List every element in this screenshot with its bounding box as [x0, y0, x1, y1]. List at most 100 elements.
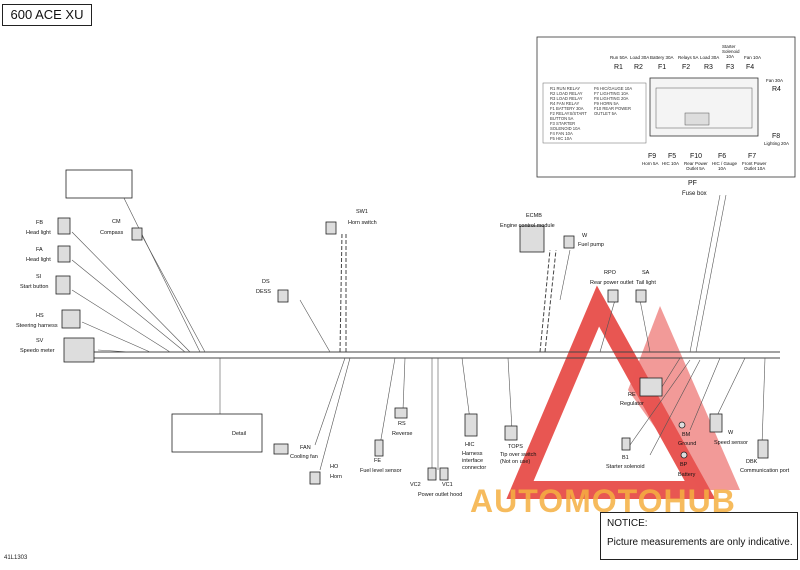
- tip-over-switch-line-1: Tip over switch: [500, 452, 536, 458]
- reverse-code: RS: [398, 421, 406, 427]
- fuse-legend-left-8: F3 STARTER: [550, 121, 575, 126]
- fuse-legend-left-3: R3 LOAD RELAY: [550, 96, 583, 101]
- compass-connector: [131, 227, 143, 241]
- steering-harness-label: Steering harness: [16, 323, 58, 329]
- start-button-connector: [55, 275, 71, 295]
- fuse-code-r2: R2: [634, 64, 643, 71]
- fuse-top-label-r3: Load 30A: [700, 55, 719, 60]
- branch-leaders: [71, 189, 766, 471]
- fuse-code-f4: F4: [746, 64, 754, 71]
- head-light-2-label: Head light: [26, 257, 51, 263]
- head-light-2-code: FA: [36, 247, 43, 253]
- fuse-legend-right-3: F8 LIGHTING 20A: [594, 96, 629, 101]
- speedo-meter-code: SV: [36, 338, 44, 344]
- fuel-pump-connector: [563, 235, 575, 249]
- compass-code: CM: [112, 219, 121, 225]
- rear-power-outlet-code: RPO: [604, 270, 617, 276]
- fuse-legend-left-9: SOLENOID 10A: [550, 126, 580, 131]
- fuse-bottom-label-f7-1: Front Power: [742, 161, 767, 166]
- tail-light-code: SA: [642, 270, 650, 276]
- tail-light-label: Tail light: [636, 280, 656, 286]
- detail-label: Detail: [232, 431, 246, 437]
- fuse-top-label-f3-2: Solenoid: [722, 49, 740, 54]
- rear-power-outlet-label: Rear power outlet: [590, 280, 634, 286]
- communication-port-label: Communication port: [740, 468, 790, 474]
- horn-switch-code: SW1: [356, 209, 368, 215]
- page-title: 600 ACE XU: [2, 4, 92, 26]
- battery-code: BP: [680, 462, 688, 468]
- horn-code: HO: [330, 464, 339, 470]
- ground-label: Ground: [678, 441, 696, 447]
- tail-light-connector: [635, 289, 647, 303]
- fuse-box-label: Fuse box: [682, 191, 707, 197]
- regulator-label: Regulator: [620, 401, 644, 407]
- speed-sensor-code: W: [728, 430, 734, 436]
- horn-switch-label: Horn switch: [348, 220, 377, 226]
- fuse-code-f5: F5: [668, 153, 676, 160]
- fuse-top-label-f3-1: Starter: [722, 44, 736, 49]
- steering-harness-connector: [61, 309, 81, 329]
- fuse-box-code: PF: [688, 180, 697, 187]
- rear-power-outlet-connector: [607, 289, 619, 303]
- horn-label: Horn: [330, 474, 342, 480]
- fuse-code-f10: F10: [690, 153, 702, 160]
- harness-interface-line-1: Harness: [462, 451, 483, 457]
- harness-interface-line-3: connector: [462, 465, 486, 471]
- cooling-fan-code: FAN: [300, 445, 311, 451]
- ground-code: BM: [682, 432, 691, 438]
- fuel-level-sensor-code: FE: [374, 458, 381, 464]
- fuse-top-label-r2: Load 30A: [630, 55, 649, 60]
- fuse-code-f9: F9: [648, 153, 656, 160]
- fuse-legend-left-10: F4 FAN 10A: [550, 131, 573, 136]
- fuse-legend-right-1: F6 HIC/GAUGE 10A: [594, 86, 632, 91]
- battery-terminal: [680, 451, 688, 459]
- power-outlet-connector-1: [427, 467, 437, 481]
- fuse-right-label-f8: Lighting 20A: [764, 141, 789, 146]
- horn-connector: [309, 471, 321, 485]
- fuse-bottom-label-f6-1: HIC / Gauge: [712, 161, 738, 166]
- fuse-code-r4: R4: [772, 86, 781, 93]
- ecm-label: Engine control module: [500, 223, 555, 229]
- harness-interface-line-2: interface: [462, 458, 483, 464]
- fuse-bottom-label-f5: HIC 10A: [662, 161, 679, 166]
- main-harness: [85, 231, 780, 359]
- communication-port-code: DBK: [746, 459, 758, 465]
- dess-connector: [277, 289, 289, 303]
- cooling-fan-connector: [273, 443, 289, 455]
- start-button-code: SI: [36, 274, 42, 280]
- fuel-level-sensor-connector: [374, 439, 384, 457]
- fuse-top-label-r1: Run 50A: [610, 55, 628, 60]
- steering-harness-code: HS: [36, 313, 44, 319]
- fuse-code-f3: F3: [726, 64, 734, 71]
- ecm-code: ECMB: [526, 213, 542, 219]
- fuse-top-label-f1: Battery 30A: [650, 55, 674, 60]
- fuse-top-label-f3-3: 10A: [726, 54, 734, 59]
- fuse-legend-left-6: F2 RELAYS/START: [550, 111, 587, 116]
- dess-code: DS: [262, 279, 270, 285]
- fuse-top-label-f4: Fan 10A: [744, 55, 761, 60]
- harness-interface-connector: [464, 413, 478, 437]
- ground-terminal: [678, 421, 686, 429]
- fuse-right-label-r4: Fan 30A: [766, 78, 783, 83]
- fuse-legend-left-11: F5 HIC 10A: [550, 136, 572, 141]
- fuse-bottom-label-f7-2: Outlet 10A: [744, 166, 765, 171]
- tip-over-switch-code: TOPS: [508, 444, 523, 450]
- head-light-1-code: FB: [36, 220, 43, 226]
- speedo-meter-label: Speedo meter: [20, 348, 55, 354]
- document-id: 41L1303: [4, 555, 28, 561]
- communication-port-connector: [757, 439, 769, 459]
- fuse-top-label-f2: Relays 5A: [678, 55, 699, 60]
- fuse-box-labels: Run 50A Load 30A Battery 30A Relays 5A L…: [550, 44, 789, 197]
- power-outlet-code-1: VC2: [410, 482, 421, 488]
- notice-text: Picture measurements are only indicative…: [607, 537, 793, 548]
- fuse-legend-right-4: F9 HORN 5A: [594, 101, 619, 106]
- notice-box: NOTICE: Picture measurements are only in…: [600, 512, 798, 560]
- speed-sensor-connector: [709, 413, 723, 433]
- component-labels: CM Compass FB Head light FA Head light S…: [16, 209, 790, 498]
- fuse-legend-right-2: F7 LIGHTING 10A: [594, 91, 629, 96]
- fuse-code-f7: F7: [748, 153, 756, 160]
- head-light-connector-1: [57, 217, 71, 235]
- fuse-legend-right-5: F10 REAR POWER: [594, 106, 631, 111]
- power-outlet-connector-2: [439, 467, 449, 481]
